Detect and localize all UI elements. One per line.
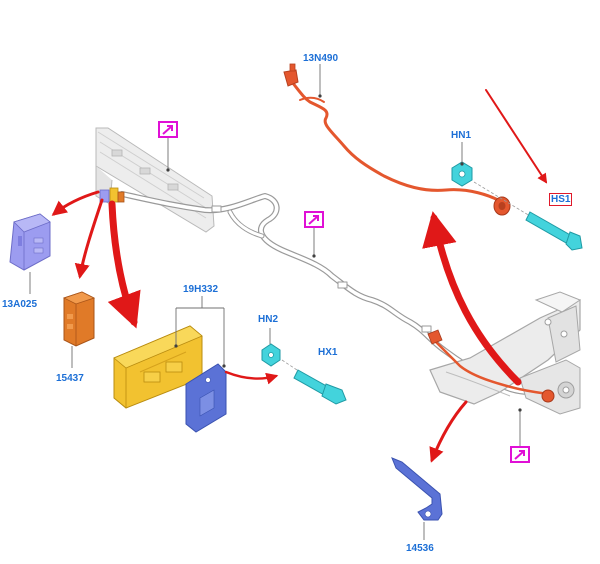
zoom-link-icon[interactable] (510, 446, 530, 463)
part-label-13a025[interactable]: 13A025 (2, 299, 38, 310)
part-label-19h332[interactable]: 19H332 (183, 284, 219, 295)
zoom-link-icon[interactable] (158, 121, 178, 138)
hn2-nut (261, 343, 281, 367)
part-label-13n490[interactable]: 13N490 (303, 53, 339, 64)
part-label-hx1[interactable]: HX1 (318, 347, 338, 358)
zoom-link-icon[interactable] (304, 211, 324, 228)
hx1-stud (293, 369, 347, 405)
part-label-hn2[interactable]: HN2 (258, 314, 279, 325)
installed-connectors (99, 187, 125, 203)
harness-grommet (493, 196, 511, 216)
trailer-hitch-receiver (429, 291, 582, 415)
part-label-14536[interactable]: 14536 (406, 543, 434, 554)
leader-lines (29, 64, 521, 540)
relay-15437 (62, 291, 96, 347)
trailer-wiring-harness (290, 80, 550, 396)
callout-arrows (51, 89, 548, 463)
main-wiring-harness (119, 191, 533, 395)
part-label-hs1-highlighted[interactable]: HS1 (549, 193, 573, 206)
bracket-14536 (391, 457, 443, 521)
trailer-module-19h332 (113, 325, 203, 409)
leader-dots (166, 94, 522, 412)
hitch-harness-connector (427, 329, 555, 403)
part-label-hn1[interactable]: HN1 (451, 130, 472, 141)
module-bracket (185, 363, 227, 433)
hs1-bolt (525, 211, 583, 251)
connector-13a025 (9, 213, 51, 271)
part-label-15437[interactable]: 15437 (56, 373, 84, 384)
harness-connector-top (283, 63, 299, 87)
hn1-nut (451, 161, 473, 187)
